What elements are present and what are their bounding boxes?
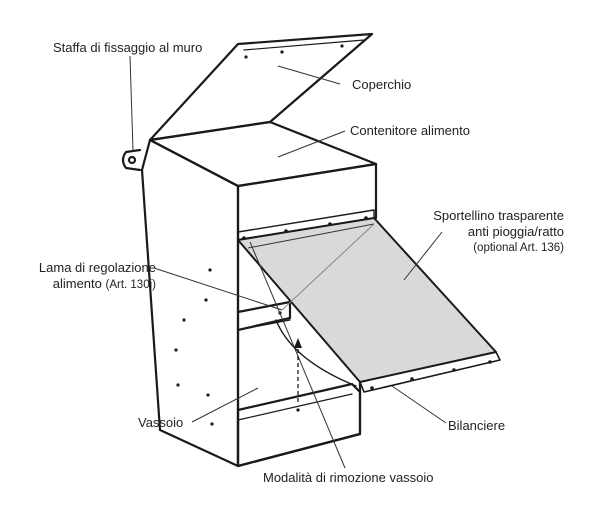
flap-shape — [237, 217, 497, 383]
label-container: Contenitore alimento — [350, 123, 470, 138]
blade — [236, 300, 292, 332]
leader-container — [277, 130, 346, 158]
leader-lid — [277, 65, 341, 85]
label-flap-line1: Sportellino trasparente — [433, 208, 564, 223]
removal-arrow — [294, 338, 302, 402]
leader-flap — [403, 231, 443, 281]
label-blade-word: alimento — [52, 276, 102, 291]
label-blade-note: (Art. 130i) — [105, 279, 157, 291]
label-rocker: Bilanciere — [448, 418, 506, 433]
leader-tray-removal — [249, 241, 346, 469]
leader-tray — [191, 387, 259, 423]
blade-lower — [237, 319, 291, 331]
inner-curve — [275, 319, 357, 387]
label-flap-line3: (optional Art. 136) — [473, 242, 564, 254]
label-wall-bracket: Staffa di fissaggio al muro — [53, 40, 203, 55]
lid-inner-edge — [243, 39, 365, 51]
body-left-side — [140, 138, 240, 468]
leader-lamina — [281, 223, 375, 311]
leader-wall-bracket — [129, 55, 134, 151]
label-tray: Vassoio — [138, 415, 184, 430]
label-flap-line2: anti pioggia/ratto — [467, 224, 564, 239]
leader-lines — [129, 55, 447, 469]
label-blade-line1: Lama di regolazione — [38, 260, 156, 275]
leader-blade — [153, 267, 283, 311]
label-blade-line2: alimento (Art. 130i) — [20, 276, 156, 293]
tray-shape — [236, 382, 362, 468]
leader-rocker — [391, 385, 447, 424]
wall-bracket-shape — [121, 148, 142, 172]
label-tray-removal: Modalità di rimozione vassoio — [263, 470, 434, 485]
bracket-hole — [127, 155, 137, 165]
body-front — [236, 162, 378, 242]
tray-edge — [237, 393, 353, 421]
label-lid: Coperchio — [352, 77, 412, 92]
leader-flap-cross — [247, 223, 375, 249]
